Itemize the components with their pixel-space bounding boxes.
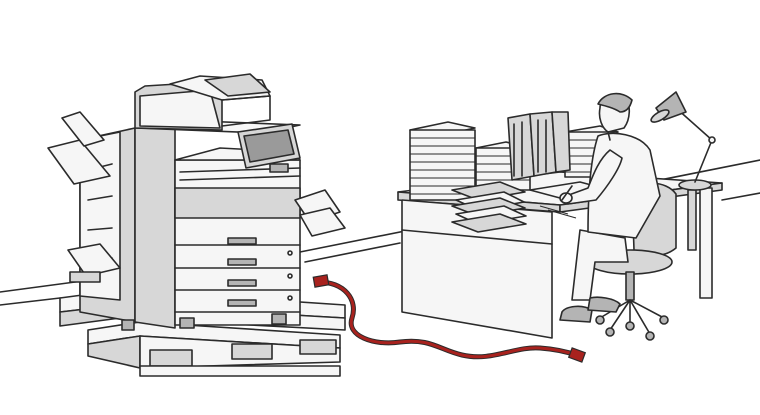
printer-scanner [134,73,271,131]
desk-lamp [650,91,716,191]
printer-output-tray [174,147,346,237]
printer-control-panel [237,123,301,173]
office-worker [559,92,661,323]
cable-plug-left [312,274,330,288]
multifunction-printer [47,73,346,331]
network-cable [312,274,587,363]
magazine-file-holders [507,111,571,181]
printer-body [121,119,301,331]
document-trays [451,181,527,233]
cable-plug-right [567,347,587,363]
printer-finisher [47,111,136,323]
